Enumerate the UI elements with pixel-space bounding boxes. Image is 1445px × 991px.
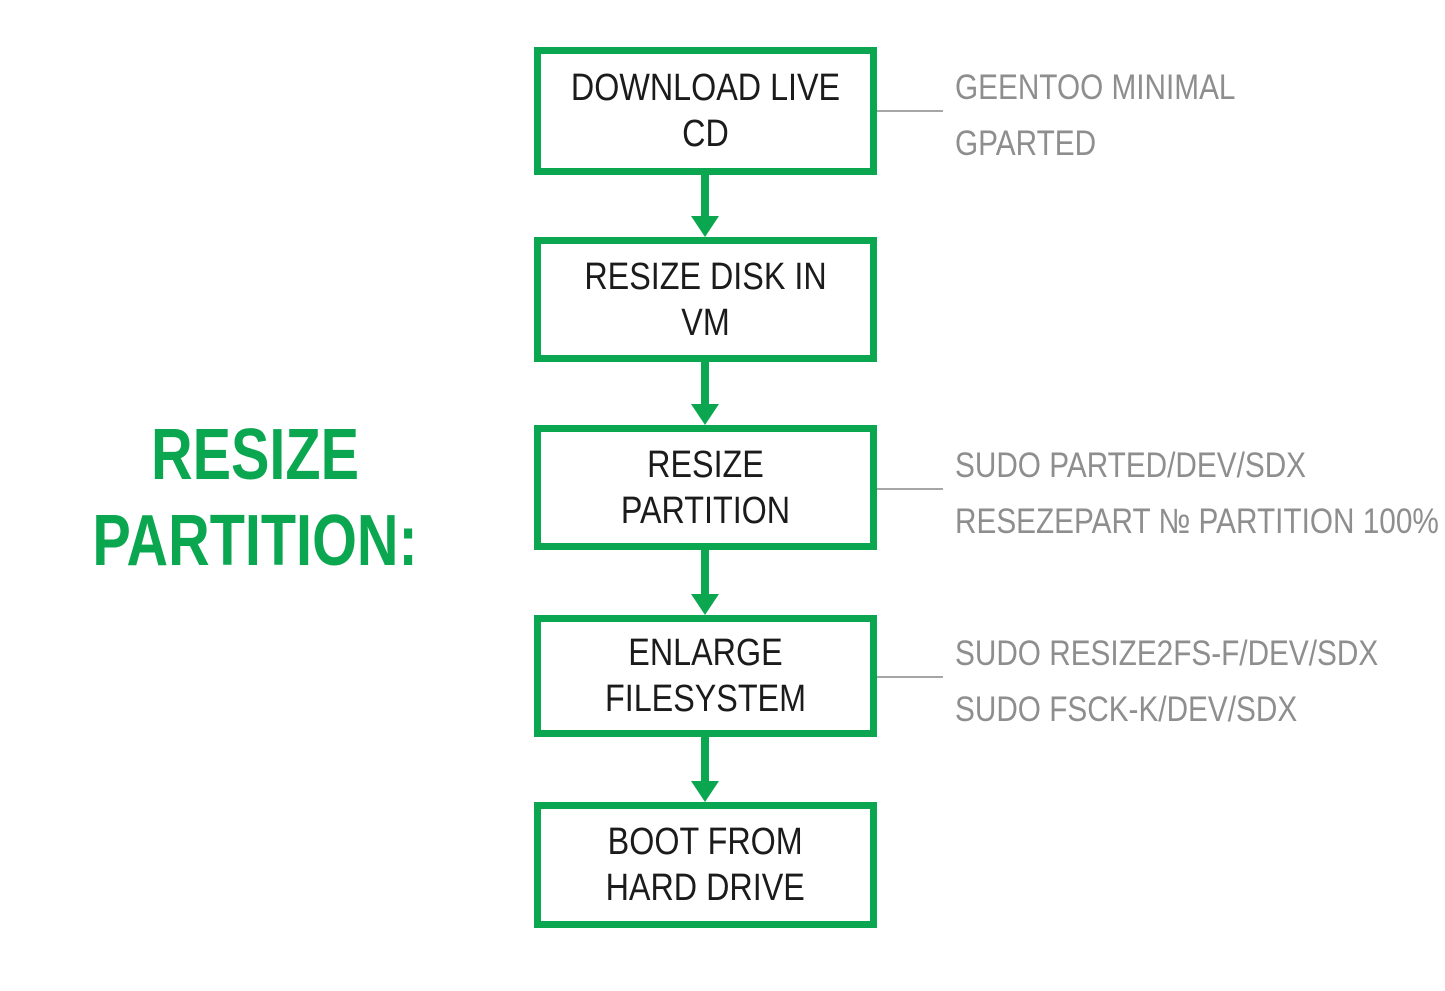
step-box-enlarge-filesystem: ENLARGE FILESYSTEM [534, 615, 877, 737]
note-line: RESEZEPART № PARTITION 100% [955, 502, 1439, 541]
notes-step-1: GEENTOO MINIMAL GPARTED [955, 60, 1285, 172]
title-line-1: RESIZE [150, 415, 360, 495]
step-box-download-live-cd: DOWNLOAD LIVE CD [534, 47, 877, 175]
arrow-down-icon-3 [691, 594, 719, 615]
title-line-2: PARTITION: [92, 501, 418, 581]
notes-step-4: SUDO RESIZE2FS-F/DEV/SDX SUDO FSCK-K/DEV… [955, 626, 1445, 738]
page-title: RESIZE PARTITION: [87, 412, 423, 584]
note-connector-line-1 [877, 110, 943, 112]
arrow-down-icon-1 [691, 216, 719, 237]
note-line: SUDO FSCK-K/DEV/SDX [955, 690, 1298, 729]
arrow-down-icon-4 [691, 781, 719, 802]
note-line: GEENTOO MINIMAL [955, 68, 1236, 107]
arrow-down-icon-2 [691, 404, 719, 425]
notes-step-3: SUDO PARTED/DEV/SDX RESEZEPART № PARTITI… [955, 438, 1445, 550]
note-line: SUDO RESIZE2FS-F/DEV/SDX [955, 634, 1379, 673]
arrow-down-line-1 [701, 175, 709, 218]
note-connector-line-3 [877, 676, 943, 678]
step-label-resize-disk-in-vm: RESIZE DISK IN VM [584, 255, 827, 344]
note-line: SUDO PARTED/DEV/SDX [955, 446, 1307, 485]
step-label-resize-partition: RESIZE PARTITION [620, 443, 791, 532]
step-label-boot-from-hard-drive: BOOT FROM HARD DRIVE [605, 821, 806, 909]
step-box-resize-disk-in-vm: RESIZE DISK IN VM [534, 237, 877, 362]
arrow-down-line-3 [701, 550, 709, 595]
note-connector-line-2 [877, 488, 943, 490]
step-label-enlarge-filesystem: ENLARGE FILESYSTEM [604, 632, 807, 720]
step-label-download-live-cd: DOWNLOAD LIVE CD [570, 67, 841, 155]
note-line: GPARTED [955, 124, 1097, 163]
arrow-down-line-4 [701, 737, 709, 782]
arrow-down-line-2 [701, 362, 709, 406]
step-box-boot-from-hard-drive: BOOT FROM HARD DRIVE [534, 802, 877, 928]
step-box-resize-partition: RESIZE PARTITION [534, 425, 877, 550]
